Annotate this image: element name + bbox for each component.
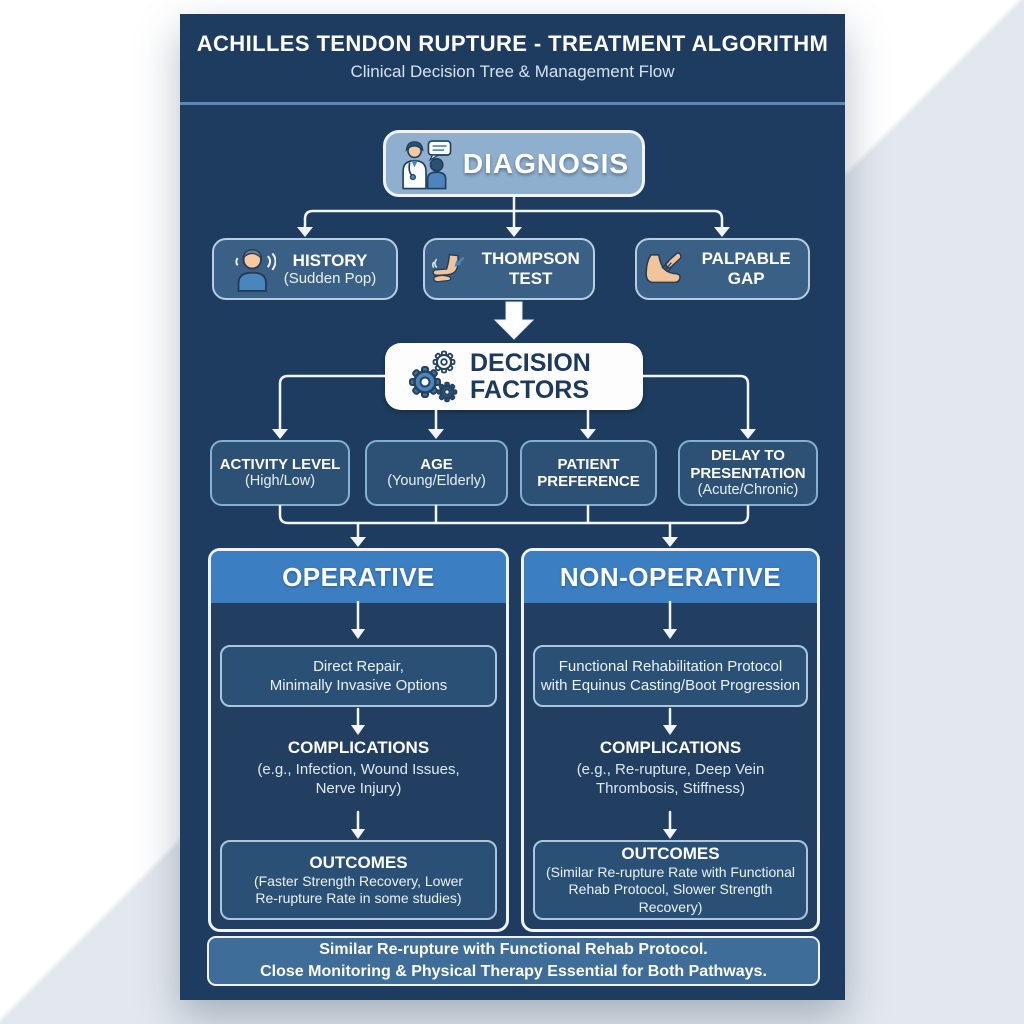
poster-title: ACHILLES TENDON RUPTURE - TREATMENT ALGO… (196, 31, 829, 56)
infographic-poster: ACHILLES TENDON RUPTURE - TREATMENT ALGO… (180, 14, 845, 1000)
factor-activity-level: ACTIVITY LEVEL (High/Low) (210, 440, 350, 506)
gears-icon (409, 350, 458, 402)
diagnosis-node: DIAGNOSIS (383, 130, 645, 197)
operative-header: OPERATIVE (211, 551, 506, 603)
complications-title: COMPLICATIONS (599, 738, 742, 757)
patient-sudden-pop-icon (235, 249, 276, 292)
non-operative-header: NON-OPERATIVE (524, 551, 817, 603)
operative-treatment-box: Direct Repair, Minimally Invasive Option… (220, 645, 497, 707)
finding-sublabel: (Sudden Pop) (283, 270, 377, 288)
decision-factors-node: DECISION FACTORS (385, 343, 643, 410)
poster-subtitle: Clinical Decision Tree & Management Flow (350, 62, 675, 81)
non-operative-pathway-column: NON-OPERATIVE (521, 548, 820, 932)
complications-detail: (e.g., Re-rupture, Deep Vein Thrombosis,… (576, 761, 765, 797)
diagnosis-label: DIAGNOSIS (462, 147, 630, 179)
finding-label: PALPABLE GAP (701, 249, 791, 288)
finding-label: HISTORY (292, 250, 368, 270)
operative-complications: COMPLICATIONS (e.g., Infection, Wound Is… (210, 738, 507, 799)
factor-sublabel: (Acute/Chronic) (697, 481, 799, 498)
non-operative-outcomes-box: OUTCOMES (Similar Re-rupture Rate with F… (533, 840, 808, 920)
factor-label: PATIENT PREFERENCE (537, 455, 640, 490)
factor-label: ACTIVITY LEVEL (219, 456, 341, 474)
poster-header: ACHILLES TENDON RUPTURE - TREATMENT ALGO… (180, 14, 845, 105)
factor-age: AGE (Young/Elderly) (365, 440, 508, 506)
factor-patient-preference: PATIENT PREFERENCE (520, 440, 657, 506)
decision-factors-label: DECISION FACTORS (470, 349, 591, 404)
factor-sublabel: (High/Low) (244, 473, 316, 490)
outcomes-detail: (Similar Re-rupture Rate with Functional… (546, 863, 795, 915)
operative-outcomes-box: OUTCOMES (Faster Strength Recovery, Lowe… (220, 840, 497, 920)
outcomes-title: OUTCOMES (621, 843, 720, 863)
finding-thompson-test: THOMPSON TEST (423, 238, 595, 300)
operative-pathway-column: OPERATIVE (208, 548, 509, 932)
foot-squeeze-test-icon (432, 254, 465, 283)
ankle-palpation-icon (645, 252, 682, 284)
block-arrow-down (493, 301, 535, 340)
doctor-patient-icon (402, 139, 452, 189)
finding-history: HISTORY (Sudden Pop) (212, 238, 398, 300)
complications-detail: (e.g., Infection, Wound Issues, Nerve In… (257, 761, 460, 797)
factor-sublabel: (Young/Elderly) (387, 473, 486, 490)
factor-delay-to-presentation: DELAY TO PRESENTATION (Acute/Chronic) (678, 440, 818, 506)
summary-footer: Similar Re-rupture with Functional Rehab… (207, 936, 820, 986)
outcomes-detail: (Faster Strength Recovery, Lower Re-rupt… (253, 872, 464, 907)
non-operative-treatment-box: Functional Rehabilitation Protocol with … (533, 645, 808, 707)
finding-palpable-gap: PALPABLE GAP (635, 238, 810, 300)
factor-label: AGE (420, 456, 453, 474)
factor-label: DELAY TO PRESENTATION (690, 447, 806, 482)
complications-title: COMPLICATIONS (287, 738, 430, 757)
finding-label: THOMPSON TEST (481, 249, 580, 288)
non-operative-complications: COMPLICATIONS (e.g., Re-rupture, Deep Ve… (523, 738, 818, 799)
outcomes-title: OUTCOMES (309, 852, 408, 872)
